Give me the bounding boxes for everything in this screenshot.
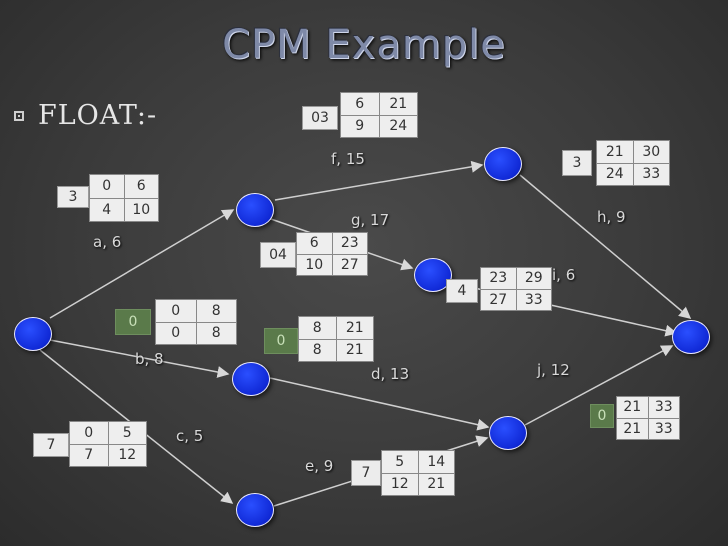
latest-finish: 21 [418,473,454,495]
float-value: 7 [351,460,381,486]
slide-title: CPM Example [222,22,506,68]
latest-finish: 27 [332,254,367,275]
edge-f-arrow [274,160,484,201]
latest-finish: 21 [336,339,373,361]
latest-start: 8 [299,339,336,361]
earliest-start: 6 [297,233,332,254]
edge-label-d: d, 13 [371,365,410,383]
float-value: 4 [446,279,478,303]
edge-label-g: g, 17 [351,211,390,229]
edge-label-i: i, 6 [552,266,576,284]
float-heading: FLOAT:- [38,100,158,131]
earliest-finish: 14 [418,451,454,473]
latest-start: 24 [597,163,633,185]
earliest-finish: 23 [332,233,367,254]
time-grid: 21 30 24 33 [596,140,670,186]
earliest-start: 6 [341,93,379,115]
float-value: 0 [590,404,614,428]
earliest-finish: 5 [108,422,146,444]
event-node-3 [232,362,270,396]
latest-finish: 24 [379,115,417,137]
latest-start: 4 [90,198,124,221]
latest-start: 10 [297,254,332,275]
earliest-start: 0 [90,175,124,198]
event-node-start [14,317,52,351]
time-grid: 6 21 9 24 [340,92,418,138]
latest-finish: 8 [196,322,236,344]
earliest-finish: 21 [379,93,417,115]
earliest-start: 23 [481,268,516,289]
earliest-finish: 6 [124,175,158,198]
latest-start: 9 [341,115,379,137]
earliest-finish: 21 [336,317,373,339]
event-node-4 [236,493,274,527]
earliest-start: 8 [299,317,336,339]
edge-h-arrow [519,174,692,319]
edge-label-b: b, 8 [135,350,164,368]
earliest-start: 5 [382,451,418,473]
edge-label-h: h, 9 [597,208,626,226]
float-value: 03 [302,106,338,130]
latest-start: 7 [70,444,108,466]
earliest-finish: 29 [516,268,551,289]
edge-label-a: a, 6 [93,233,122,251]
edge-d-arrow [269,377,490,431]
time-grid: 23 29 27 33 [480,267,552,311]
event-node-5 [484,147,522,181]
latest-finish: 12 [108,444,146,466]
edge-a-arrow [49,209,235,319]
event-node-end [672,320,710,354]
event-node-7 [489,416,527,450]
latest-start: 12 [382,473,418,495]
edge-label-j: j, 12 [537,361,570,379]
latest-finish: 10 [124,198,158,221]
earliest-finish: 30 [633,141,669,163]
earliest-finish: 8 [196,300,236,322]
earliest-start: 21 [617,397,648,418]
time-grid: 5 14 12 21 [381,450,455,496]
earliest-start: 0 [156,300,196,322]
float-value: 3 [562,150,592,176]
latest-start: 27 [481,289,516,310]
earliest-start: 0 [70,422,108,444]
latest-finish: 33 [516,289,551,310]
edge-j-arrow [524,345,674,426]
latest-finish: 33 [633,163,669,185]
time-grid: 0 5 7 12 [69,421,147,467]
float-bullet: FLOAT:- [14,100,157,131]
time-grid: 0 8 0 8 [155,299,237,345]
earliest-finish: 33 [648,397,679,418]
event-node-2 [236,193,274,227]
latest-finish: 33 [648,418,679,439]
time-grid: 6 23 10 27 [296,232,368,276]
float-value: 0 [115,309,151,335]
edge-label-e: e, 9 [305,457,334,475]
latest-start: 0 [156,322,196,344]
time-grid: 8 21 8 21 [298,316,374,362]
float-value: 7 [33,433,69,457]
edge-label-c: c, 5 [176,427,204,445]
edge-label-f: f, 15 [331,150,365,168]
time-grid: 0 6 4 10 [89,174,159,222]
float-value: 0 [264,328,298,354]
latest-start: 21 [617,418,648,439]
time-grid: 21 33 21 33 [616,396,680,440]
float-value: 04 [260,242,296,268]
event-node-6 [414,258,452,292]
square-bullet-icon [14,110,24,121]
edge-b-arrow [49,339,230,378]
earliest-start: 21 [597,141,633,163]
float-value: 3 [57,186,89,208]
